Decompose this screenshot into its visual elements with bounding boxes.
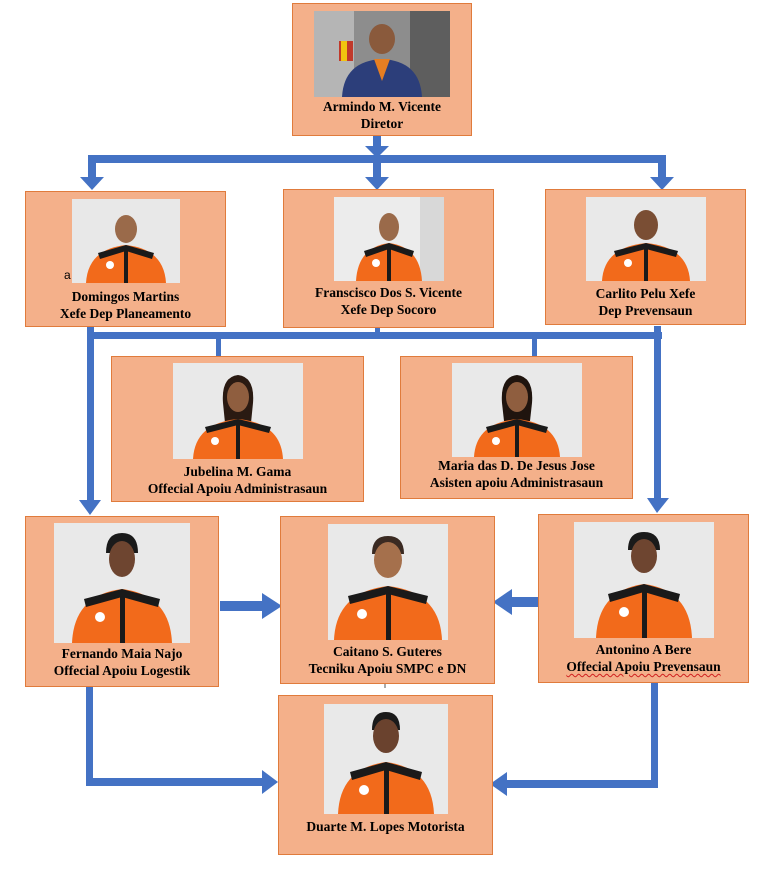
- node-fernando: Fernando Maia Najo Offecial Apoiu Logest…: [25, 516, 219, 687]
- node-role: Tecniku Apoiu SMPC e DN: [308, 661, 467, 676]
- node-name: Maria das D. De Jesus Jose: [438, 458, 595, 473]
- node-franscisco: Franscisco Dos S. Vicente Xefe Dep Socor…: [283, 189, 494, 328]
- person-uniform-icon: [71, 199, 180, 283]
- node-domingos: a Domingos Martins Xefe Dep Planeamento: [25, 191, 226, 327]
- photo-caitano: [327, 524, 448, 640]
- node-name: Carlito Pelu Xefe: [595, 286, 696, 301]
- photo-antonino: [573, 522, 714, 638]
- node-name: Armindo M. Vicente: [322, 99, 442, 114]
- person-uniform-icon: [585, 197, 706, 281]
- node-role: Xefe Dep Socoro: [340, 302, 437, 317]
- photo-duarte: [323, 704, 448, 814]
- node-carlito: Carlito Pelu Xefe Dep Prevensaun: [545, 189, 746, 325]
- node-maria: Maria das D. De Jesus Jose Asisten apoiu…: [400, 356, 633, 499]
- person-uniform-icon: [333, 197, 444, 281]
- node-name: Duarte M. Lopes Motorista: [306, 819, 465, 834]
- node-duarte: Duarte M. Lopes Motorista: [278, 695, 493, 855]
- node-name: Domingos Martins: [71, 289, 180, 304]
- node-name: Jubelina M. Gama: [183, 464, 292, 479]
- node-role: Offecial Apoiu Prevensaun: [566, 659, 721, 674]
- node-role: Asisten apoiu Administrasaun: [429, 475, 604, 490]
- node-role: Xefe Dep Planeamento: [59, 306, 192, 321]
- photo-fernando: [54, 523, 190, 643]
- node-jubelina: Jubelina M. Gama Offecial Apoiu Administ…: [111, 356, 364, 502]
- node-role: Offecial Apoiu Logestik: [53, 663, 191, 678]
- stray-mark: a: [64, 268, 71, 282]
- photo-carlito: [585, 197, 706, 281]
- node-name: Antonino A Bere: [595, 642, 692, 657]
- photo-maria: [451, 363, 582, 457]
- node-role: Dep Prevensaun: [598, 303, 693, 318]
- person-uniform-icon: [327, 524, 448, 640]
- person-uniform-icon: [451, 363, 582, 457]
- node-name: Caitano S. Guteres: [333, 644, 442, 659]
- person-uniform-icon: [172, 363, 303, 459]
- person-uniform-icon: [323, 704, 448, 814]
- photo-jubelina: [172, 363, 303, 459]
- node-name: Franscisco Dos S. Vicente: [315, 285, 462, 300]
- photo-franscisco: [333, 197, 444, 281]
- node-role: Offecial Apoiu Administrasaun: [147, 481, 328, 496]
- node-caitano: Caitano S. Guteres Tecniku Apoiu SMPC e …: [280, 516, 495, 684]
- person-portrait-icon: [314, 11, 450, 97]
- node-antonino: Antonino A Bere Offecial Apoiu Prevensau…: [538, 514, 749, 683]
- node-name: Fernando Maia Najo: [61, 646, 183, 661]
- person-uniform-icon: [54, 523, 190, 643]
- person-uniform-icon: [573, 522, 714, 638]
- node-director: Armindo M. Vicente Diretor: [292, 3, 472, 136]
- node-role: Diretor: [360, 116, 404, 131]
- photo-director: [314, 11, 450, 97]
- photo-domingos: [71, 199, 180, 283]
